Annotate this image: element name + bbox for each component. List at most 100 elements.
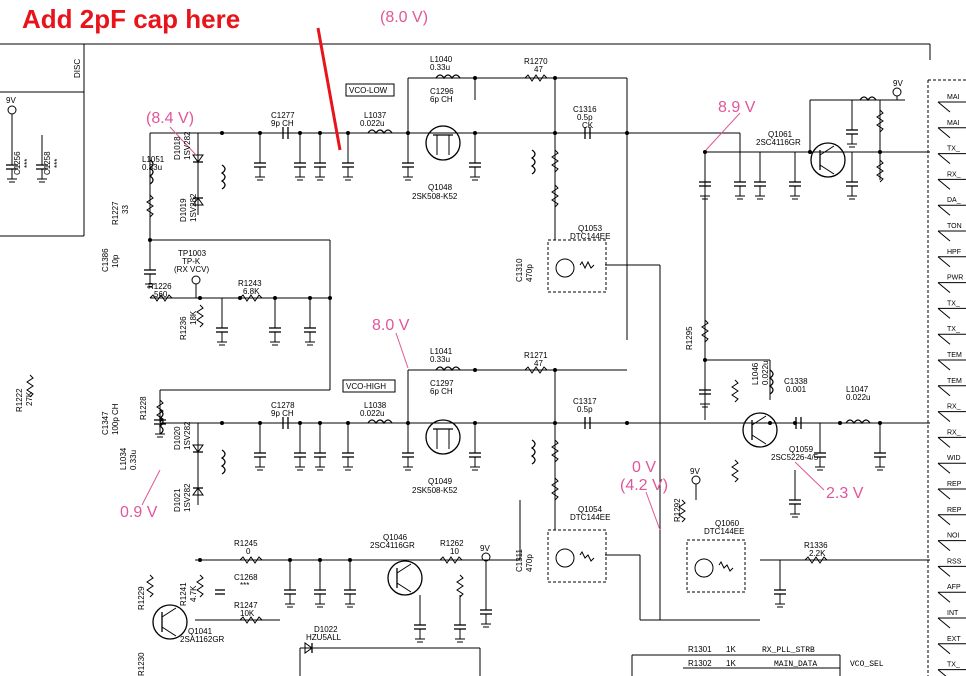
voltage-label: 2.3 V [826, 485, 864, 502]
supply-label: 9V [480, 544, 490, 553]
part-label: D1022 [314, 625, 338, 634]
supply-label: 9V [690, 467, 700, 476]
connector-pin-label: REP [947, 481, 962, 488]
signal-label: MAIN_DATA [774, 660, 817, 669]
shunt-capacitor [402, 423, 414, 471]
part-label: R1229 [137, 586, 146, 610]
shunt-capacitor [294, 133, 306, 181]
part-label: L1040 [430, 55, 453, 64]
tp-sub-label: TP-K [182, 257, 201, 266]
connector-pin-stub [937, 514, 951, 526]
part-value: 6p CH [430, 387, 453, 396]
part-label: R1302 [688, 659, 712, 668]
voltage-label: 8.0 V [372, 317, 410, 334]
part-value: 18K [189, 310, 198, 325]
connector-pin-label: TX_ [947, 662, 960, 669]
part-label: R1227 [111, 201, 120, 225]
part-value: HZU5ALL [306, 633, 342, 642]
part-value: 1SV282 [183, 131, 192, 160]
connector-pin-label: EXT [947, 636, 961, 643]
connector-pin-label: MAI [947, 94, 960, 101]
part-label: R1241 [179, 582, 188, 606]
part-value: *** [53, 159, 62, 168]
shunt-capacitor [846, 152, 858, 200]
part-label: R1295 [685, 326, 694, 350]
connector-pin-label: TX_ [947, 326, 960, 333]
connector-pin-stub [937, 101, 951, 113]
part-label: Q1059 [789, 445, 814, 454]
connector-pin-stub [937, 462, 951, 474]
part-value: 0.022u [360, 119, 384, 128]
connector-pin-label: TON [947, 223, 962, 230]
part-value: 0.33u [129, 450, 138, 470]
part-label: R1236 [179, 316, 188, 340]
part-value: 1SV282 [189, 193, 198, 222]
part-value: 1K [726, 645, 736, 654]
signal-label: RX_PLL_STRB [762, 646, 815, 655]
part-label: D1021 [173, 488, 182, 512]
part-label: Q1049 [428, 477, 453, 486]
part-label: L1051 [142, 155, 165, 164]
connector-frame [927, 79, 966, 676]
shunt-capacitor [754, 152, 766, 200]
shunt-capacitor [254, 423, 266, 471]
part-value: 33 [121, 205, 130, 214]
part-value: DTC144EE [570, 232, 610, 241]
connector-pin-stub [937, 591, 951, 603]
part-value: 2SC4116GR [756, 138, 801, 147]
shunt-capacitor [789, 152, 801, 200]
digital-transistors [547, 239, 746, 593]
part-label: L1047 [846, 385, 869, 394]
part-value: DTC144EE [704, 527, 744, 536]
connector-pin-label: DA_ [947, 197, 961, 204]
shunt-capacitor [699, 152, 711, 200]
part-label: R1262 [440, 539, 464, 548]
part-value: 100p CH [111, 403, 120, 435]
voltage-label: 0.9 V [120, 504, 158, 521]
connector-pin-stub [937, 256, 951, 268]
part-label: Q1053 [578, 224, 603, 233]
connector-pin-label: MAI [947, 120, 960, 127]
part-label: R1270 [524, 57, 548, 66]
part-value: 27K [25, 391, 34, 406]
shunt-capacitor [216, 298, 228, 346]
part-label: D1019 [179, 198, 188, 222]
part-label: C1311 [515, 548, 524, 572]
voltage-label: (8.0 V) [380, 9, 428, 26]
shunt-capacitor [304, 298, 316, 346]
part-value: 1K [726, 659, 736, 668]
part-value: 10p [111, 254, 120, 268]
vco-low-box [345, 83, 395, 97]
tp-sub2-label: (RX VCV) [174, 265, 209, 274]
shunt-capacitor [454, 595, 466, 643]
part-label: D1020 [173, 426, 182, 450]
part-value: CK [582, 121, 594, 130]
part-label: C1256 [13, 151, 22, 175]
part-label: C1316 [573, 105, 597, 114]
connector-pin-label: PWR [947, 275, 963, 282]
part-label: L1038 [364, 401, 387, 410]
part-label: C1278 [271, 401, 295, 410]
part-label: L1037 [364, 111, 387, 120]
connector-pin-label: REP [947, 507, 962, 514]
connector-pin-stub [937, 411, 951, 422]
part-value: *** [240, 581, 249, 590]
varactor-diodes [192, 133, 313, 654]
connector-pin-label: WID [947, 455, 961, 462]
part-value: 470p [525, 264, 534, 282]
part-value: 9p CH [271, 409, 294, 418]
part-value: 2SK508-K52 [412, 486, 458, 495]
part-value: 0.33u [142, 163, 162, 172]
part-value: 2SA1162GR [180, 635, 225, 644]
part-value: 0.33u [430, 63, 450, 72]
shunt-capacitor [6, 135, 18, 183]
part-label: C1310 [515, 258, 524, 282]
connector-pin-stub [937, 308, 951, 319]
inductors [148, 74, 877, 475]
shunt-capacitor [344, 560, 356, 608]
connector-pin-label: TEM [947, 352, 962, 359]
connector-pin-stub [937, 437, 951, 448]
shunt-capacitor [314, 423, 326, 471]
part-label: Q1046 [383, 533, 408, 542]
